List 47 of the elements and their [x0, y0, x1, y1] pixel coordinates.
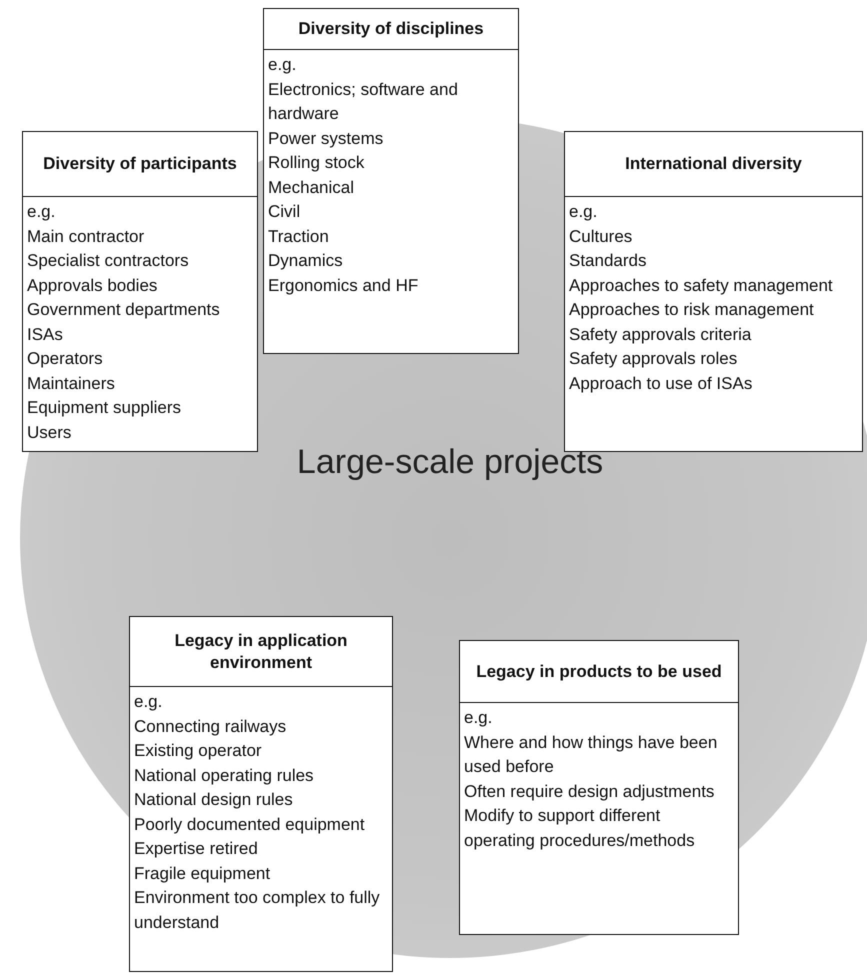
list-item: Modify to support different operating procedures/methods: [464, 805, 696, 852]
intro-text: e.g.: [134, 691, 164, 713]
list-item: Safety approvals roles: [569, 348, 738, 370]
list-item: Equipment suppliers: [27, 397, 182, 419]
list-item: Maintainers: [27, 372, 116, 394]
box-heading: International diversity: [565, 132, 862, 197]
list-item: Fragile equipment: [134, 862, 272, 884]
list-item: Approaches to risk management: [569, 299, 815, 321]
category-box: [263, 8, 519, 354]
list-item: Approach to use of ISAs: [569, 372, 754, 394]
list-item: Standards: [569, 250, 648, 272]
list-item: Cultures: [569, 226, 634, 248]
list-item: Traction: [268, 226, 330, 248]
list-item: Electronics; software and hardware: [268, 78, 459, 125]
list-item: Power systems: [268, 128, 384, 150]
list-item: Mechanical: [268, 176, 355, 198]
list-item: Dynamics: [268, 250, 344, 272]
intro-text: e.g.: [464, 707, 494, 729]
list-item: Government departments: [27, 299, 221, 321]
list-item: Main contractor: [27, 226, 146, 248]
list-item: Environment too complex to fully understand: [134, 887, 381, 934]
list-item: Rolling stock: [268, 152, 366, 174]
list-item: Approvals bodies: [27, 274, 158, 296]
circle-title: Large-scale projects: [296, 443, 604, 482]
list-item: Connecting railways: [134, 716, 288, 738]
box-heading: Legacy in products to be used: [460, 641, 738, 703]
list-item: Ergonomics and HF: [268, 274, 420, 296]
list-item: National operating rules: [134, 764, 315, 786]
list-item: Safety approvals criteria: [569, 324, 752, 346]
list-item: Poorly documented equipment: [134, 814, 366, 836]
list-item: Operators: [27, 348, 104, 370]
list-item: ISAs: [27, 324, 64, 346]
list-item: Where and how things have been used before: [464, 732, 718, 778]
intro-text: e.g.: [27, 201, 56, 223]
list-item: Users: [27, 422, 72, 444]
box-heading: Legacy in application environment: [130, 617, 392, 687]
intro-text: e.g.: [268, 54, 298, 76]
list-item: National design rules: [134, 789, 294, 811]
box-heading: Diversity of disciplines: [264, 9, 518, 50]
intro-text: e.g.: [569, 201, 598, 223]
box-heading: Diversity of participants: [23, 132, 257, 197]
list-item: Approaches to safety management: [569, 274, 834, 296]
list-item: Expertise retired: [134, 838, 259, 860]
list-item: Often require design adjustments: [464, 780, 716, 802]
list-item: Specialist contractors: [27, 250, 190, 272]
list-item: Civil: [268, 201, 302, 223]
list-item: Existing operator: [134, 740, 263, 762]
